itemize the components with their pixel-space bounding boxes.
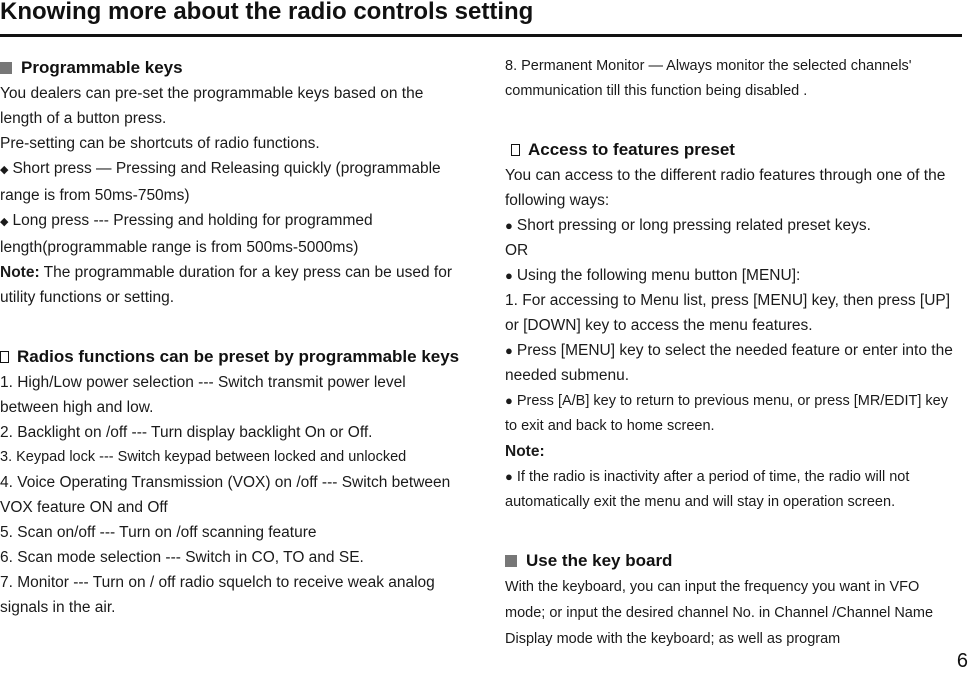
paragraph: You dealers can pre-set the programmable… [0,85,424,127]
list-item: 2. Backlight on /off --- Turn display ba… [0,424,373,441]
list-item: ◆Short press — Pressing and Releasing qu… [0,160,441,204]
page-number: 6 [956,650,968,672]
title-rule [0,34,962,37]
section-heading-programmable-keys: Programmable keys [0,54,462,81]
page-title: Knowing more about the radio controls se… [0,0,534,25]
note: Note: The programmable duration for a ke… [0,264,453,306]
list-item: 3. Keypad lock --- Switch keypad between… [0,449,407,465]
list-item: ◆Long press --- Pressing and holding for… [0,212,373,256]
dot-bullet-icon: ● [505,268,513,283]
square-bullet-icon [505,554,517,567]
paragraph: OR [505,242,529,259]
list-item: ●Using the following menu button [MENU]: [505,267,801,284]
paragraph: You can access to the different radio fe… [505,167,946,209]
list-item: 1. High/Low power selection --- Switch t… [0,374,406,416]
square-bullet-icon [0,61,12,74]
dot-bullet-icon: ● [505,393,513,408]
list-item: ●Press [MENU] key to select the needed f… [505,342,953,384]
note-label: Note: [0,264,40,281]
list-item: ●Press [A/B] key to return to previous m… [505,393,948,434]
left-column: Programmable keys You dealers can pre-se… [0,54,462,620]
checkbox-outline-icon [0,350,9,363]
list-item: 6. Scan mode selection --- Switch in CO,… [0,549,364,566]
dot-bullet-icon: ● [505,218,513,233]
dot-bullet-icon: ● [505,343,513,358]
list-item: 4. Voice Operating Transmission (VOX) on… [0,474,451,516]
diamond-bullet-icon: ◆ [0,216,9,228]
right-column: 8. Permanent Monitor — Always monitor th… [505,54,963,652]
section-heading-radio-functions: Radios functions can be preset by progra… [0,343,462,370]
list-item: 7. Monitor --- Turn on / off radio squel… [0,574,435,616]
checkbox-outline-icon [511,143,520,156]
list-item: 8. Permanent Monitor — Always monitor th… [505,58,912,99]
paragraph: Pre-setting can be shortcuts of radio fu… [0,135,320,152]
paragraph: With the keyboard, you can input the fre… [505,579,934,647]
list-item: 5. Scan on/off --- Turn on /off scanning… [0,524,317,541]
section-heading-key-board: Use the key board [505,547,963,574]
list-item: ●If the radio is inactivity after a peri… [505,469,910,510]
diamond-bullet-icon: ◆ [0,164,9,176]
note-label: Note: [505,443,545,460]
list-item: 1. For accessing to Menu list, press [ME… [505,292,951,334]
list-item: ●Short pressing or long pressing related… [505,217,871,234]
dot-bullet-icon: ● [505,469,513,484]
section-heading-access-features: Access to features preset [505,136,963,163]
